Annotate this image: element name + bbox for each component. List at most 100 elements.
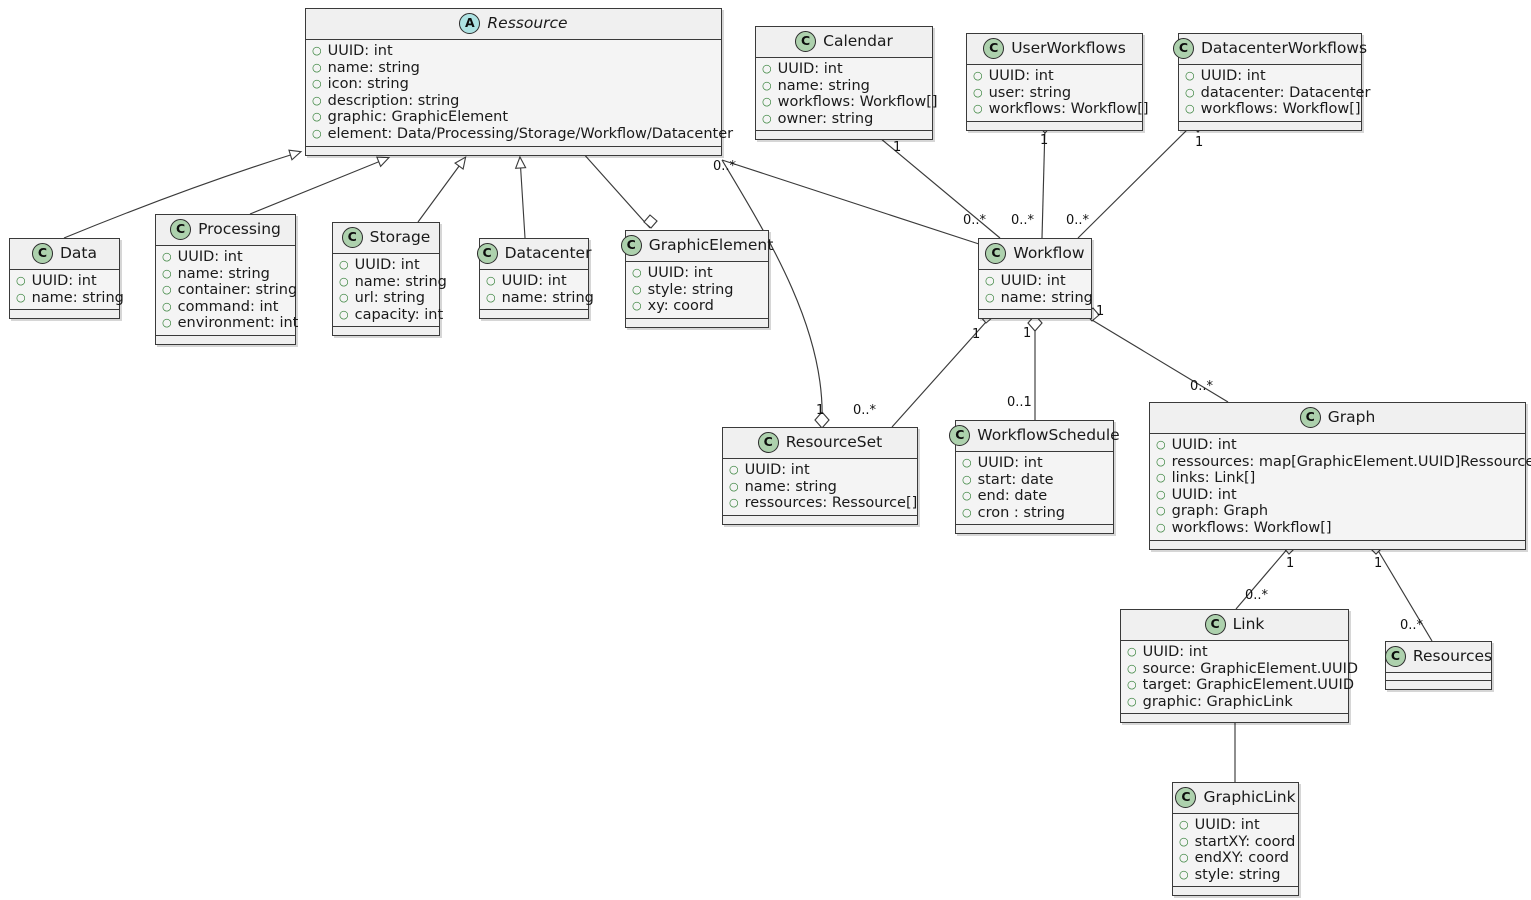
class-methods-ressource [306,146,721,155]
visibility-public-icon: ○ [1185,85,1195,99]
class-icon: C [341,227,363,248]
class-attributes-data: ○UUID: int○name: string [10,270,124,311]
attribute-label: workflows: Workflow[] [777,94,938,111]
class-methods-workflowschedule [956,525,1113,534]
attribute-label: user: string [988,84,1072,101]
visibility-public-icon: ○ [1179,834,1189,848]
attribute-label: UUID: int [1194,817,1260,833]
class-icon: C [31,243,53,264]
visibility-public-icon: ○ [632,299,642,313]
attribute-label: name: string [354,273,447,290]
class-name-graph: Graph [1327,407,1376,426]
visibility-public-icon: ○ [1179,867,1189,881]
attribute-row: ○ xy: coord [632,298,762,315]
attribute-row: ○end: date [962,488,1107,505]
attribute-row: ○ name: string [162,266,289,283]
attribute-row: ○ environment: int [162,315,298,332]
attribute-row: ○name: string [985,290,1093,307]
attribute-label: element: Data/Processing/Storage/Workflo… [327,125,734,142]
attribute-row: ○UUID: int [632,265,762,282]
visibility-public-icon: ○ [162,250,172,263]
visibility-public-icon: ○ [16,290,26,304]
visibility-public-icon: ○ [339,307,349,321]
class-attributes-link: ○UUID: int○source: GraphicElement.UUID○t… [1121,641,1358,715]
attribute-label: UUID: int [1142,644,1208,660]
class-icon: C [949,425,971,446]
visibility-public-icon: ○ [962,489,972,503]
visibility-public-icon: ○ [1156,487,1166,501]
attribute-row: ○source: GraphicElement.UUID [1127,661,1358,678]
attribute-row: ○UUID: int [1185,68,1355,85]
visibility-public-icon: ○ [1127,678,1137,692]
class-name-workflow: Workflow [1013,243,1085,262]
class-methods-datacenter [480,310,588,319]
attribute-row: ○container: string [162,282,297,299]
attribute-row: ○user: string [973,85,1136,102]
visibility-public-icon: ○ [762,111,772,125]
class-icon: C [795,31,817,52]
attribute-label: ressources: Ressource[] [744,495,918,512]
attribute-row: ○ workflows: Workflow[] [1185,101,1361,118]
class-attributes-datacenterworkflows: ○UUID: int○datacenter: Datacenter○workfl… [1179,65,1370,122]
attribute-label: name: string [177,265,270,282]
visibility-public-icon: ○ [312,110,322,124]
visibility-public-icon: ○ [162,316,172,330]
attribute-row: ○name: string [762,78,926,95]
visibility-public-icon: ○ [162,266,172,280]
visibility-public-icon: ○ [486,290,496,304]
visibility-public-icon: ○ [729,479,739,493]
visibility-public-icon: ○ [973,102,983,116]
multiplicity-label: 0..* [1400,618,1424,633]
attribute-row: ○UUID: int [312,43,715,60]
generalization-processing-to-ressource [249,156,391,215]
class-methods-datacenterworkflows [1179,121,1361,130]
attribute-label: UUID: int [977,455,1043,471]
attribute-label: workflows: Workflow[] [1200,101,1361,118]
attribute-row: ○command: int [162,299,289,316]
class-attributes-resources [1386,673,1491,681]
attribute-label: UUID: int [1171,437,1237,453]
visibility-public-icon: ○ [339,258,349,271]
visibility-public-icon: ○ [1185,102,1195,116]
class-methods-storage [333,327,439,336]
visibility-public-icon: ○ [1127,645,1137,658]
multiplicity-label: 0..* [1066,213,1090,228]
attribute-row: ○url: string [339,290,433,307]
class-name-storage: Storage [369,227,431,246]
attribute-row: ○startXY: coord [1179,834,1295,851]
class-methods-graphicelement [626,318,768,327]
class-name-calendar: Calendar [823,31,893,50]
attribute-label: UUID: int [744,462,810,478]
visibility-public-icon: ○ [162,299,172,313]
class-name-userworkflows: UserWorkflows [1011,38,1126,57]
visibility-public-icon: ○ [1156,520,1166,534]
attribute-label: xy: coord [647,298,714,315]
attribute-row: ○graphic: GraphicLink [1127,694,1342,711]
attribute-row: ○workflows: Workflow[] [1156,520,1519,537]
attribute-label: environment: int [177,315,299,332]
attribute-label: UUID: int [1000,273,1066,289]
attribute-label: graphic: GraphicElement [327,109,509,126]
visibility-public-icon: ○ [1156,454,1166,468]
attribute-label: source: GraphicElement.UUID [1142,660,1359,677]
